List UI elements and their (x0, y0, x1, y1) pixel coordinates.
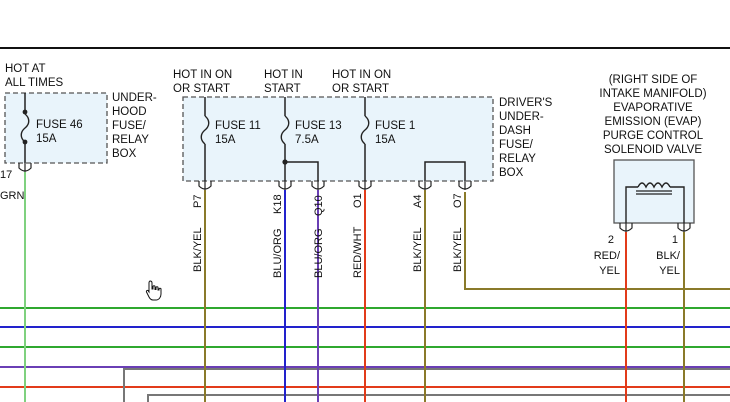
pin-label-o1: O1 (352, 193, 364, 208)
pin-label-q10: Q10 (313, 195, 325, 216)
valve-wire-right-1: BLK/ (656, 250, 681, 262)
hot-label-fuse13-2: START (264, 83, 301, 95)
underhood-box-label-5: BOX (112, 148, 137, 160)
underhood-box-outline (4, 92, 108, 164)
pin-label-a4: A4 (412, 195, 424, 208)
valve-pin-right: 1 (672, 234, 678, 246)
solenoid-lead-left (625, 186, 638, 223)
valve-pin-left: 2 (608, 234, 614, 246)
bus-wire-gray-1 (123, 368, 730, 402)
underhood-fuse-box: HOT AT ALL TIMES FUSE 46 15A UNDER- HOOD… (0, 63, 157, 402)
underdash-fuse-box: HOT IN ON OR START HOT IN START HOT IN O… (173, 69, 553, 182)
hot-label-fuse11-2: OR START (173, 83, 230, 95)
fuse13-splice (285, 161, 319, 181)
wire-label-o1: RED/WHT (352, 226, 364, 278)
valve-wire-right-2: YEL (659, 265, 680, 277)
fuse-11-rating: 15A (215, 134, 236, 146)
fuse-13-rating: 7.5A (295, 134, 319, 146)
connector-a4-icon (418, 181, 432, 190)
valve-title-1: (RIGHT SIDE OF (609, 74, 698, 86)
underdash-box-label-1: DRIVER'S (499, 97, 553, 109)
underdash-box-label-3: DASH (499, 125, 531, 137)
underhood-box-label-4: RELAY (112, 134, 149, 146)
left-wire-label: GRN (0, 190, 25, 202)
wire-label-p7: BLK/YEL (192, 227, 204, 272)
underhood-box-label-2: HOOD (112, 106, 147, 118)
valve-title-5: PURGE CONTROL (603, 130, 704, 142)
wire-label-o7: BLK/YEL (452, 227, 464, 272)
left-hot-label-2: ALL TIMES (5, 77, 63, 89)
dash-vertical-wires (204, 190, 426, 402)
wire-blkyel-o7-run (464, 192, 730, 290)
pin-label-k18: K18 (272, 194, 284, 214)
left-fuse-dot-top (22, 109, 28, 115)
wire-label-a4: BLK/YEL (412, 227, 424, 272)
hot-label-fuse11-1: HOT IN ON (173, 69, 232, 81)
valve-wire-left-2: YEL (599, 265, 620, 277)
evap-solenoid-valve: (RIGHT SIDE OF INTAKE MANIFOLD) EVAPORAT… (594, 74, 707, 402)
underdash-box-label-5: RELAY (499, 153, 536, 165)
valve-connector-right-icon (677, 223, 691, 232)
connector-k18-icon (278, 181, 292, 190)
valve-title-4: EMISSION (EVAP) (605, 116, 702, 128)
fuse-1-icon (360, 115, 370, 145)
fuse-1-name: FUSE 1 (375, 120, 415, 132)
underdash-box-label-4: FUSE/ (499, 139, 534, 151)
connector-o1-icon (358, 181, 372, 190)
fuse-46-icon (20, 113, 30, 143)
wire-label-q10: BLU/ORG (313, 228, 325, 278)
solenoid-coil-icon (637, 182, 671, 189)
left-pin-label: 17 (0, 169, 12, 181)
underdash-box-label-6: BOX (499, 167, 524, 179)
hand-cursor-icon (145, 280, 162, 301)
valve-title-6: SOLENOID VALVE (604, 144, 702, 156)
connector-q10-icon (311, 181, 325, 190)
underhood-box-label-3: FUSE/ (112, 120, 147, 132)
fuse-46-name: FUSE 46 (36, 119, 83, 131)
fuse-11-icon (200, 115, 210, 145)
fuse-11-name: FUSE 11 (215, 120, 261, 132)
left-connector-icon (18, 163, 32, 172)
underdash-box-outline (182, 96, 494, 182)
valve-connector-left-icon (619, 223, 633, 232)
fuse-13-name: FUSE 13 (295, 120, 342, 132)
hot-label-fuse13-1: HOT IN (264, 69, 303, 81)
hot-label-fuse1-1: HOT IN ON (332, 69, 391, 81)
connector-o7-icon (458, 181, 472, 190)
valve-wire-left-1: RED/ (594, 250, 621, 262)
valve-title-2: INTAKE MANIFOLD) (599, 88, 706, 100)
pin-label-o7: O7 (452, 193, 464, 208)
left-hot-label-1: HOT AT (5, 63, 45, 75)
fuse-13-icon (280, 115, 290, 145)
underhood-box-label-1: UNDER- (112, 92, 157, 104)
fuse-46-rating: 15A (36, 133, 57, 145)
connector-p7-icon (198, 181, 212, 190)
wire-label-k18: BLU/ORG (272, 228, 284, 278)
pin-labels: P7 BLK/YEL K18 BLU/ORG Q10 BLU/ORG O1 RE… (192, 193, 464, 278)
pin-label-p7: P7 (192, 195, 204, 208)
underdash-box-label-2: UNDER- (499, 111, 544, 123)
solenoid-lead-right (670, 186, 685, 223)
fuse-1-rating: 15A (375, 134, 396, 146)
bus-wire-gray-2 (147, 394, 730, 402)
valve-title-3: EVAPORATIVE (613, 102, 693, 114)
dash-connectors (198, 181, 472, 190)
hot-label-fuse1-2: OR START (332, 83, 389, 95)
a4-o7-jumper (424, 161, 466, 181)
